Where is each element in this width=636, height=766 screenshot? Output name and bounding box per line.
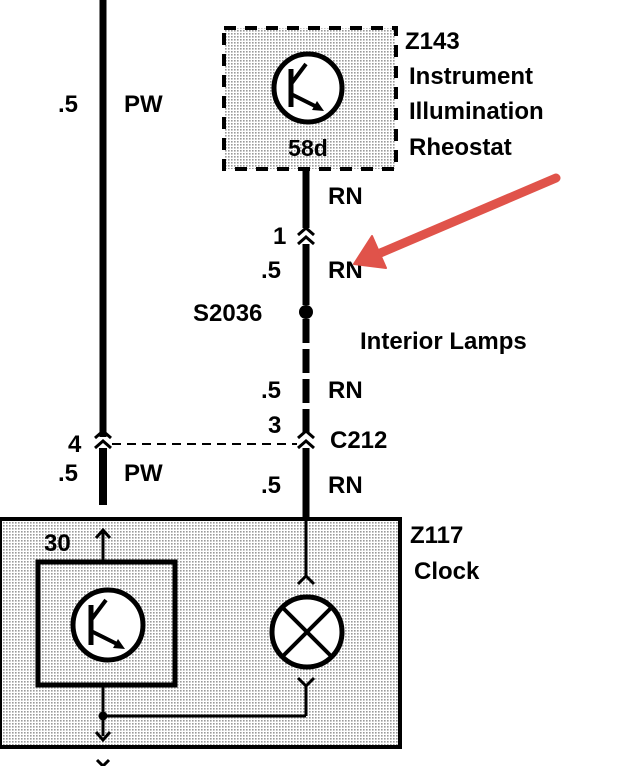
lamp-terminal-top-icon	[296, 573, 316, 586]
z143-terminal-label: 58d	[288, 135, 328, 161]
circuit-note-label: Interior Lamps	[360, 328, 527, 355]
left-wire-pin-label: 4	[68, 431, 82, 458]
right-wire-gauge-2: .5	[261, 257, 281, 284]
z117-id-label: Z117	[410, 522, 463, 549]
right-wire-color-4: RN	[328, 472, 363, 499]
connector-c212-label: C212	[330, 427, 387, 454]
right-wire-color-1: RN	[328, 183, 363, 210]
annotation-arrow-icon	[353, 173, 561, 269]
z117-name-label: Clock	[414, 558, 480, 585]
splice-s2036-dot	[299, 305, 313, 319]
transistor-icon	[271, 51, 345, 125]
z143-name-line3: Rheostat	[409, 134, 512, 161]
left-wire-color-bottom: PW	[124, 460, 163, 487]
transistor-icon	[70, 587, 146, 663]
ground-terminal-icon	[94, 731, 112, 743]
left-wire-color-top: PW	[124, 91, 163, 118]
z143-id-label: Z143	[405, 28, 460, 55]
left-wire-gauge-bottom: .5	[58, 460, 78, 487]
right-wire-pin-3: 3	[268, 412, 281, 439]
left-wire-gauge-top: .5	[58, 91, 78, 118]
right-wire-color-3: RN	[328, 377, 363, 404]
z143-name-line1: Instrument	[409, 63, 533, 90]
ground-terminal-bottom-icon	[95, 758, 111, 766]
z143-name-line2: Illumination	[409, 98, 544, 125]
right-wire-gauge-3: .5	[261, 377, 281, 404]
splice-s2036-label: S2036	[193, 300, 262, 327]
right-wire-gauge-4: .5	[261, 472, 281, 499]
connector-pin-1-icon	[297, 226, 315, 246]
lamp-icon	[269, 594, 345, 670]
right-wire-pin-1: 1	[273, 223, 286, 250]
terminal-30-icon	[94, 527, 112, 539]
connector-c212-icon	[297, 429, 315, 450]
z117-terminal-label: 30	[44, 530, 71, 557]
connector-pin-4-icon	[94, 429, 112, 450]
